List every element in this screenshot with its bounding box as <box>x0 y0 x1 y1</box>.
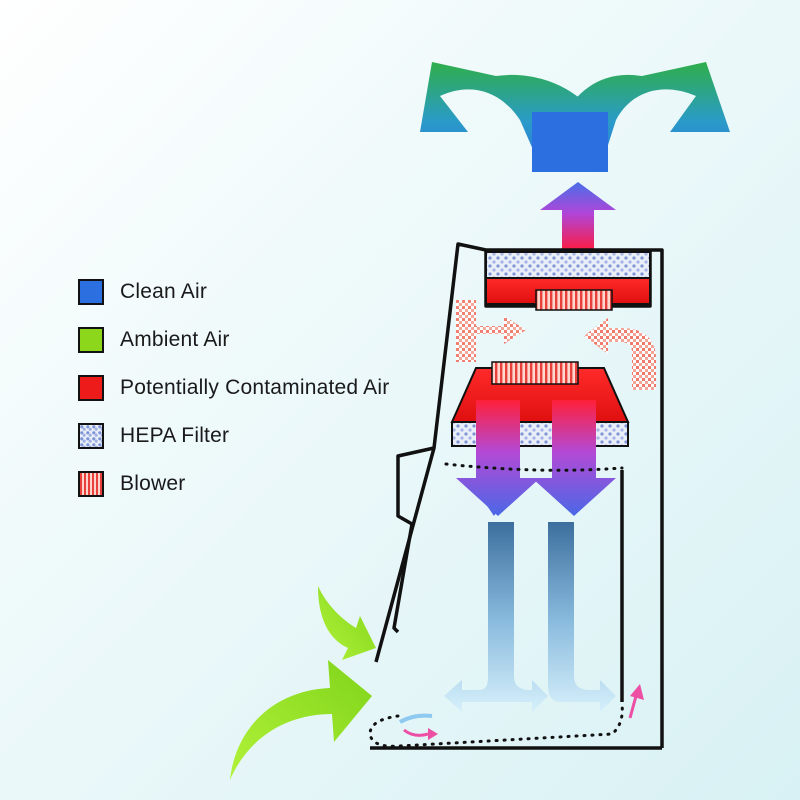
rear-grille-airflow-arrow <box>628 684 644 719</box>
contaminated-air-swatch <box>78 375 104 401</box>
legend-item-clean-air: Clean Air <box>78 268 389 316</box>
legend-item-ambient-air: Ambient Air <box>78 316 389 364</box>
ambient-air-arrow-small <box>318 586 376 660</box>
exhaust-hepa-filter <box>485 251 651 279</box>
supply-blower <box>491 361 579 385</box>
legend-item-blower: Blower <box>78 460 389 508</box>
air-curtain-left <box>444 522 548 712</box>
legend: Clean Air Ambient Air Potentially Contam… <box>78 268 389 508</box>
front-grille-airflow-arrow <box>399 713 438 740</box>
legend-label: HEPA Filter <box>120 424 230 447</box>
ambient-air-arrow-large <box>230 660 372 780</box>
front-grille-dotted-path <box>368 702 624 748</box>
blower-swatch <box>78 471 104 497</box>
legend-label: Blower <box>120 472 186 495</box>
downflow-arrow-right <box>532 400 616 516</box>
ambient-air-swatch <box>78 327 104 353</box>
recirculation-arrow-right <box>584 318 656 390</box>
exhaust-outflow-arrows <box>420 62 730 172</box>
air-curtain-right <box>548 522 616 712</box>
downflow-arrow-left <box>456 400 540 516</box>
recirculation-arrow-left <box>456 300 526 362</box>
legend-label: Potentially Contaminated Air <box>120 376 390 399</box>
legend-item-contaminated-air: Potentially Contaminated Air <box>78 364 389 412</box>
clean-air-swatch <box>78 279 104 305</box>
legend-label: Clean Air <box>120 280 208 303</box>
exhaust-blower <box>535 289 613 311</box>
legend-label: Ambient Air <box>120 328 230 351</box>
hepa-filter-swatch <box>78 423 104 449</box>
legend-item-hepa-filter: HEPA Filter <box>78 412 389 460</box>
